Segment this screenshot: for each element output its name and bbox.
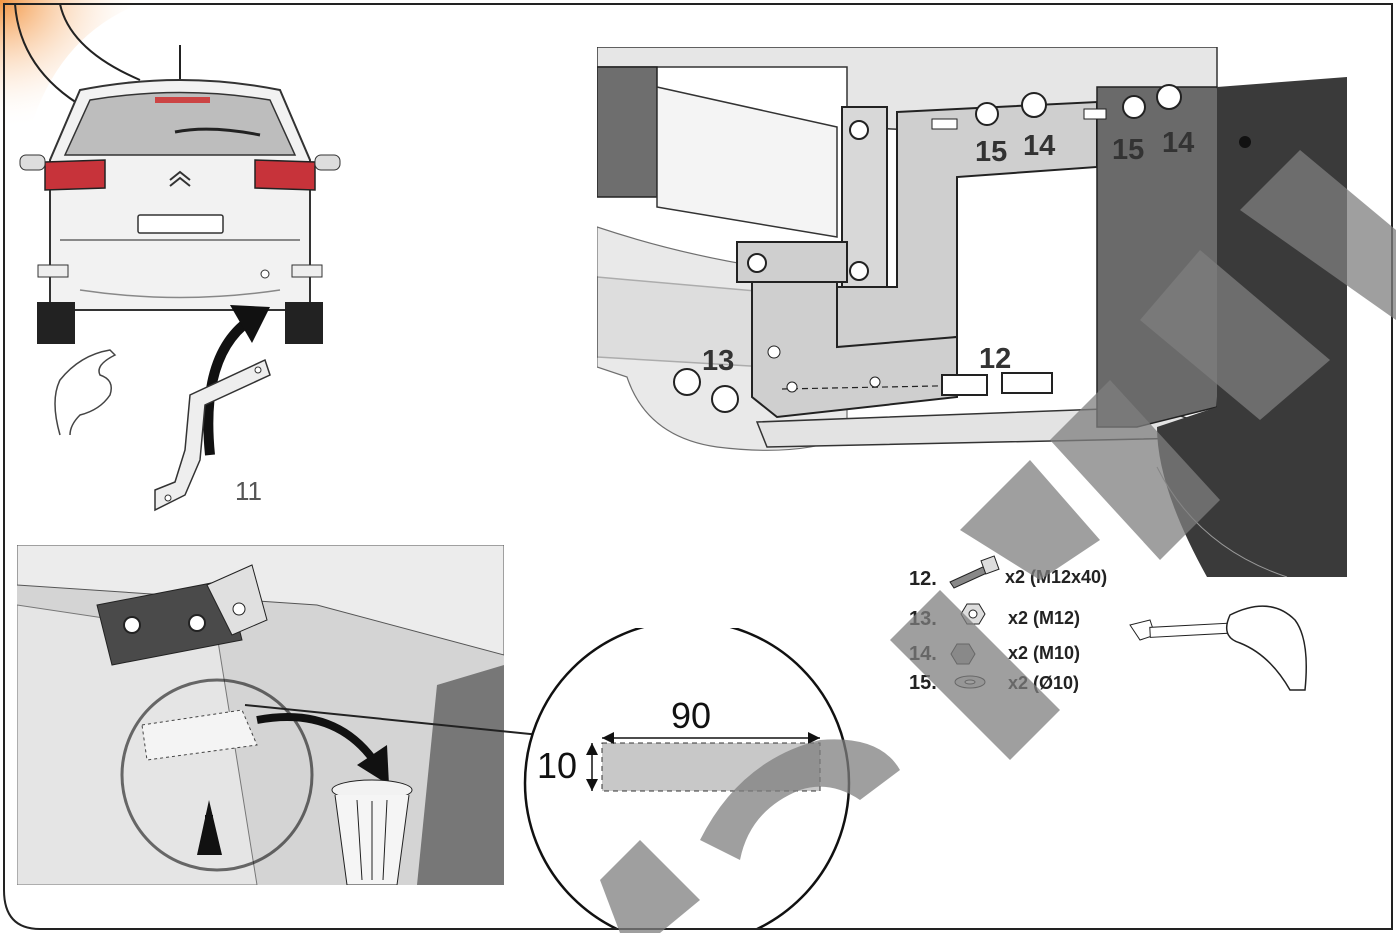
part-11-label: 11 — [235, 476, 262, 506]
parts-list-item-num: 15. — [909, 672, 937, 694]
remove-arrow — [203, 305, 270, 456]
parts-list-item-qty: x2 (Ø10) — [1008, 673, 1080, 693]
car-rear-illustration — [19, 45, 341, 344]
parts-list-item-qty: x2 (M12) — [1008, 608, 1081, 628]
parts-list-item-qty: x2 (M12x40) — [1005, 567, 1108, 587]
label-washer-right: 15 — [1112, 134, 1145, 166]
parts-list-item-num: 13. — [909, 608, 937, 630]
parts-list-item-num: 14. — [909, 643, 937, 665]
label-washer-left: 15 — [975, 136, 1008, 168]
label-bolt-front: 12 — [979, 343, 1012, 375]
mounting-detail-illustration — [597, 47, 1347, 577]
label-nut-front: 13 — [702, 345, 735, 377]
parts-list-item-qty: x2 (M10) — [1008, 643, 1081, 663]
dimension-height-label: 10 — [537, 745, 578, 786]
fastener-icons — [949, 555, 1000, 689]
wrench-icon — [1129, 605, 1307, 691]
label-nut-left: 14 — [1023, 130, 1056, 162]
dimension-width-label: 90 — [671, 695, 712, 736]
underbody-illustration — [17, 545, 504, 885]
magnifier-line — [244, 704, 541, 736]
removed-bracket — [154, 358, 271, 512]
label-nut-right: 14 — [1162, 127, 1195, 159]
hand-icon — [54, 349, 117, 436]
parts-list-item-num: 12. — [909, 568, 937, 590]
